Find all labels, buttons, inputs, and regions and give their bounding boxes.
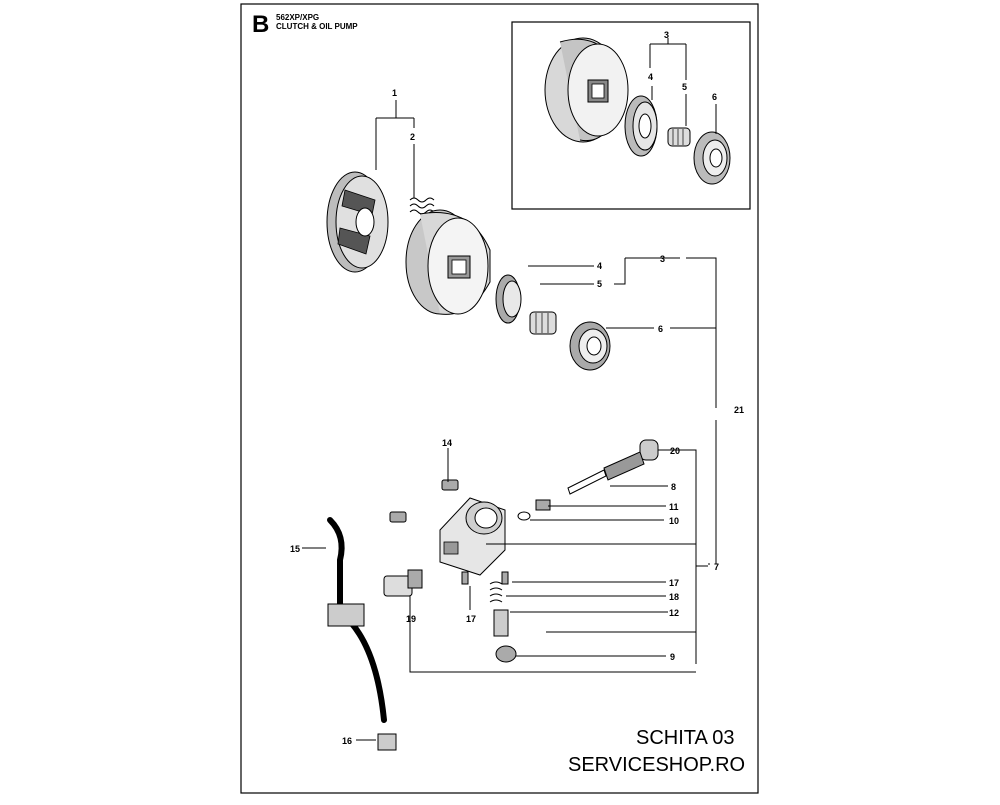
callout-3: 3 — [660, 254, 666, 264]
page-frame — [240, 3, 759, 794]
callout-18: 18 — [669, 592, 680, 602]
screws — [389, 479, 459, 523]
adjust-screw — [383, 569, 423, 597]
callout-inset-5: 5 — [682, 82, 688, 92]
section-letter: B — [252, 11, 270, 38]
callout-9: 9 — [670, 652, 676, 662]
inset-rim-sprocket — [624, 95, 658, 157]
pump-plunger — [517, 499, 551, 521]
pins — [461, 571, 509, 585]
callout-11: 11 — [669, 502, 679, 512]
inset-frame — [511, 21, 751, 210]
clutch-leaders — [375, 100, 717, 565]
callout-1: 1 — [392, 88, 398, 98]
callout-7: 7 — [714, 562, 720, 572]
callout-8: 8 — [671, 482, 677, 492]
callout-12: 12 — [669, 608, 680, 618]
diagram-title: CLUTCH & OIL PUMP — [276, 22, 358, 31]
callout-4: 4 — [597, 261, 603, 271]
clutch-assembly — [326, 171, 389, 273]
callout-2: 2 — [410, 132, 416, 142]
callout-17-left: 17 — [466, 614, 477, 624]
callout-inset-4: 4 — [648, 72, 654, 82]
inset-leaders — [649, 38, 717, 134]
inset-clutch-drum — [544, 37, 629, 143]
callout-6: 6 — [658, 324, 664, 334]
inset-washer — [693, 131, 731, 185]
schema-label: SCHITA 03 — [636, 727, 735, 749]
callout-19: 19 — [406, 614, 417, 624]
callout-15: 15 — [290, 544, 301, 554]
needle-bearing — [529, 311, 557, 335]
inset-needle-bearing — [667, 127, 691, 147]
callout-14: 14 — [442, 438, 453, 448]
callout-inset-3: 3 — [664, 30, 670, 40]
clutch-drum — [405, 209, 491, 315]
callout-20: 20 — [670, 446, 681, 456]
worm-gear — [567, 439, 659, 495]
callout-5: 5 — [597, 279, 603, 289]
washer — [569, 321, 611, 371]
pump-leaders — [302, 448, 708, 741]
rim-sprocket — [495, 274, 522, 324]
callout-10: 10 — [669, 516, 680, 526]
site-label: SERVICESHOP.RO — [568, 754, 746, 776]
callout-21: 21 — [734, 405, 745, 415]
callout-17-right: 17 — [669, 578, 680, 588]
callout-inset-6: 6 — [712, 92, 718, 102]
spring-plunger — [489, 581, 509, 637]
suction-pipe — [327, 517, 397, 751]
seal — [495, 645, 517, 663]
oil-pump-body — [439, 497, 506, 576]
callout-16: 16 — [342, 736, 353, 746]
model-label: 562XP/XPG — [276, 13, 320, 22]
